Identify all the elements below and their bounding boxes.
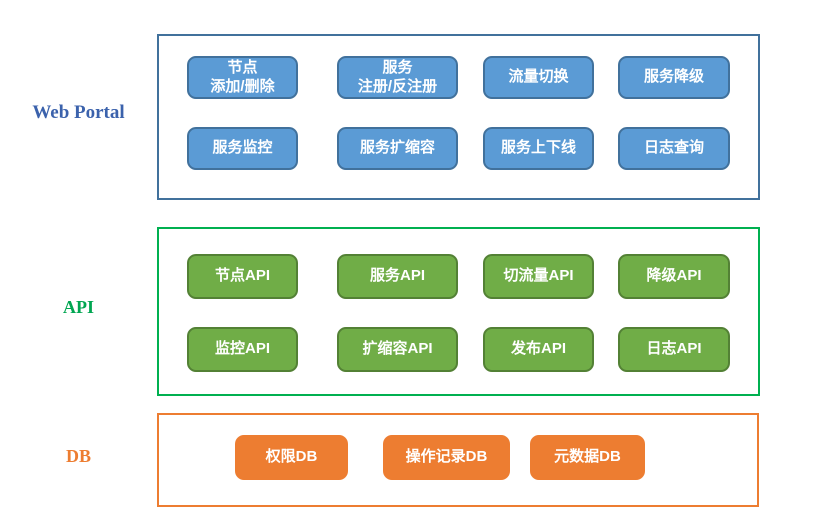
button-permission-db: 权限DB [235,435,348,480]
button-monitor-api: 监控API [187,327,298,372]
web-portal-label: Web Portal [32,102,125,123]
db-label: DB [65,446,91,466]
button-log-api: 日志API [618,327,730,372]
button-node-add-delete: 节点 添加/删除 [187,56,298,99]
api-section: 节点API 服务API 切流量API 降级API 监控API 扩缩容API 发布… [157,227,760,396]
button-traffic-switch: 流量切换 [483,56,594,99]
button-service-scale: 服务扩缩容 [337,127,458,170]
button-metadata-db: 元数据DB [530,435,645,480]
button-scale-api: 扩缩容API [337,327,458,372]
db-section: 权限DB 操作记录DB 元数据DB [157,413,759,507]
button-service-register-deregister: 服务 注册/反注册 [337,56,458,99]
button-degrade-api: 降级API [618,254,730,299]
button-log-query: 日志查询 [618,127,730,170]
button-service-api: 服务API [337,254,458,299]
button-service-monitor: 服务监控 [187,127,298,170]
button-service-degrade: 服务降级 [618,56,730,99]
button-node-api: 节点API [187,254,298,299]
button-operation-record-db: 操作记录DB [383,435,510,480]
web-portal-section: 节点 添加/删除 服务 注册/反注册 流量切换 服务降级 服务监控 服务扩缩容 … [157,34,760,200]
api-label: API [63,297,94,317]
button-publish-api: 发布API [483,327,594,372]
button-traffic-switch-api: 切流量API [483,254,594,299]
button-service-online-offline: 服务上下线 [483,127,594,170]
